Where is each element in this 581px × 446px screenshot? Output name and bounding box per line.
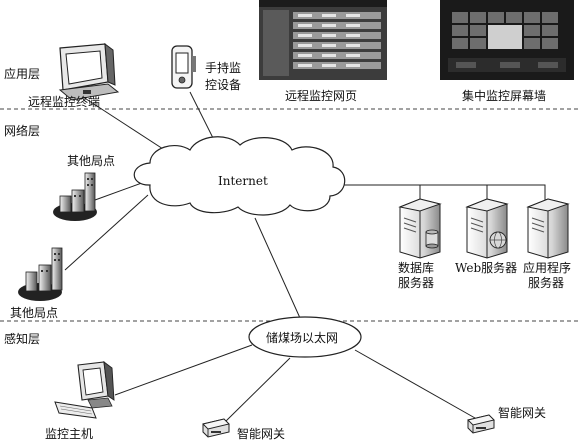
remote-webpage-label: 远程监控网页 — [285, 88, 357, 103]
db-server-label-line1: 数据库 — [398, 260, 434, 275]
web-server-icon — [465, 198, 509, 259]
desktop-computer-icon — [58, 42, 120, 101]
other-site-top-building-icon — [53, 172, 97, 221]
other-site-bottom-building-icon — [18, 247, 63, 301]
application-server-icon — [526, 198, 570, 259]
gateway-1-label: 智能网关 — [237, 426, 285, 441]
remote-terminal-label: 远程监控终端 — [28, 94, 100, 109]
database-server-icon — [398, 198, 442, 259]
internet-cloud-icon — [133, 136, 346, 216]
gateway-2-label: 智能网关 — [498, 405, 546, 420]
gateway-2-icon — [467, 414, 495, 434]
internet-label: Internet — [218, 174, 268, 188]
screen-wall-label: 集中监控屏幕墙 — [462, 88, 546, 103]
screen-wall-photo — [440, 0, 574, 80]
handheld-device-icon — [171, 45, 196, 89]
monitoring-host-icon — [54, 361, 115, 419]
db-server-label-line2: 服务器 — [398, 275, 434, 290]
layer-label-application: 应用层 — [4, 66, 40, 81]
handheld-label-line1: 手持监 — [205, 60, 241, 75]
web-server-label: Web服务器 — [455, 260, 517, 275]
gateway-1-icon — [202, 418, 230, 438]
layer-label-perception: 感知层 — [4, 331, 40, 346]
other-site-bottom-label: 其他局点 — [10, 306, 58, 320]
app-server-label-line2: 服务器 — [528, 275, 564, 290]
web-page-screenshot — [259, 0, 387, 80]
ethernet-label: 储煤场以太网 — [266, 330, 338, 345]
handheld-label-line2: 控设备 — [205, 78, 241, 92]
monitoring-host-label: 监控主机 — [45, 427, 93, 441]
other-site-top-label: 其他局点 — [67, 154, 115, 168]
ethernet-ellipse — [248, 316, 362, 358]
connection-lines — [64, 91, 546, 423]
layer-label-network: 网络层 — [4, 123, 40, 138]
app-server-label-line1: 应用程序 — [523, 260, 571, 275]
